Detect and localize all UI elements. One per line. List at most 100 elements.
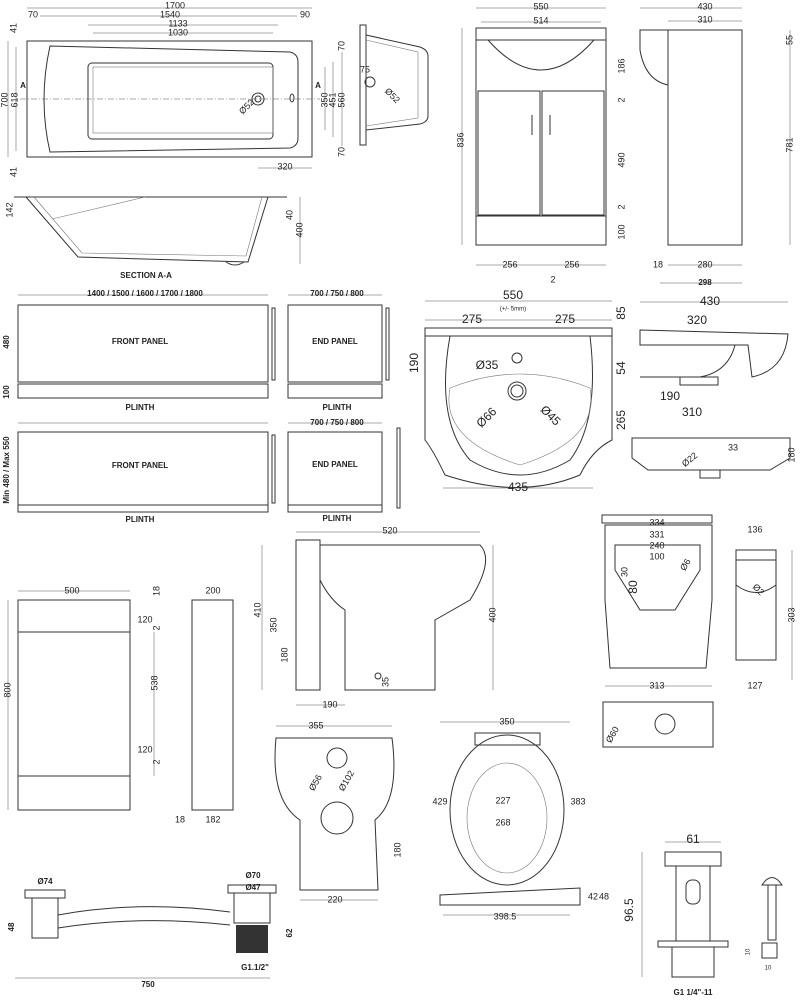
dimension-label-vanity-w550: 550 xyxy=(533,1,548,11)
dimension-label-tap-thread: G1 1/4"-11 xyxy=(674,988,713,997)
dimension-label-vanity-w256a: 256 xyxy=(502,259,517,269)
dimension-label-basin-s430: 430 xyxy=(700,294,720,308)
dimension-label-vanity-s781: 781 xyxy=(784,137,794,152)
dimension-label-panels-front2: FRONT PANEL xyxy=(112,461,168,470)
dimension-label-seat-w227: 227 xyxy=(495,795,510,805)
dimension-label-cistern-d60: Ø60 xyxy=(604,725,621,745)
dimension-label-waste-d47: Ø47 xyxy=(245,883,261,892)
dimension-label-cistern-unit-h800: 800 xyxy=(2,682,12,697)
dimension-label-vanity-w256b: 256 xyxy=(564,259,579,269)
dimension-label-wc-side-h400: 400 xyxy=(487,607,497,622)
dimension-label-basin-h265: 265 xyxy=(614,410,628,430)
dimension-label-waste-d70: Ø70 xyxy=(245,871,261,880)
dimension-label-vanity-g2c: 2 xyxy=(550,274,555,284)
dimension-label-cistern-unit-d200: 200 xyxy=(205,585,220,595)
dimension-label-basin-h190: 190 xyxy=(407,353,421,373)
dimension-label-cistern-d6: Ø6 xyxy=(678,557,693,572)
dimension-label-vanity-s430: 430 xyxy=(697,1,712,11)
dimension-label-cistern-w334: 334 xyxy=(649,517,664,527)
dimension-label-waste-thread: G1.1/2" xyxy=(241,963,269,972)
dimension-label-cistern-unit-w500: 500 xyxy=(64,585,79,595)
dimension-label-cistern-unit-g2a: 2 xyxy=(151,625,161,630)
dimension-label-basin-s320: 320 xyxy=(687,313,707,327)
dimension-label-cistern-unit-h120b: 120 xyxy=(137,744,152,754)
dimension-label-panels-end1: END PANEL xyxy=(312,337,358,346)
dimension-label-vanity-w514: 514 xyxy=(533,15,548,25)
dimension-label-panels-plinth1: PLINTH xyxy=(126,403,155,412)
dimension-label-cistern-unit-g2b: 2 xyxy=(151,759,161,764)
dimension-label-basin-s190: 190 xyxy=(660,389,680,403)
dimension-label-bath-d400: 400 xyxy=(294,222,304,237)
dimension-label-cistern-d136: 136 xyxy=(747,524,762,534)
dimension-label-bath-r70a: 70 xyxy=(336,41,346,51)
dimension-label-wc-front-w355: 355 xyxy=(308,720,323,730)
dimension-label-basin-s33: 33 xyxy=(728,442,738,452)
dimension-label-basin-s22: Ø22 xyxy=(680,450,699,469)
dimension-label-cistern-h303: 303 xyxy=(786,607,796,622)
dimension-label-seat-w350: 350 xyxy=(499,716,514,726)
dimension-label-bath-l1030: 1030 xyxy=(168,27,188,37)
dimension-label-wc-front-w220: 220 xyxy=(327,894,342,904)
dimension-label-waste-h48: 48 xyxy=(7,922,16,931)
dimension-label-vanity-h186: 186 xyxy=(616,58,626,73)
dimension-label-basin-waste45: Ø45 xyxy=(538,402,564,428)
toilet-seat-view xyxy=(439,721,581,916)
dimension-label-wc-side-h180: 180 xyxy=(279,647,289,662)
dimension-label-vanity-s55: 55 xyxy=(784,35,794,45)
dimension-label-vanity-s310: 310 xyxy=(697,14,712,24)
dimension-label-bath-section: SECTION A-A xyxy=(120,271,172,280)
dimension-label-tap-s10b: 10 xyxy=(765,966,772,972)
cistern-views xyxy=(601,514,793,748)
dimension-label-bath-l1540: 1540 xyxy=(160,9,180,19)
dimension-label-panels-end-sizes1: 700 / 750 / 800 xyxy=(310,289,364,298)
dimension-label-basin-w435: 435 xyxy=(508,480,528,494)
dimension-label-wc-front-d56: Ø56 xyxy=(307,773,324,793)
dimension-label-wc-side-h350: 350 xyxy=(268,617,278,632)
dimension-label-panels-h100: 100 xyxy=(2,385,11,399)
wc-side-view xyxy=(261,531,494,706)
dimension-label-bath-w41a: 41 xyxy=(8,23,18,33)
dimension-label-basin-w275b: 275 xyxy=(555,312,575,326)
dimension-label-cistern-d127: 127 xyxy=(747,680,762,690)
dimension-label-panels-h480: 480 xyxy=(2,335,11,349)
dimension-label-cistern-unit-h538: 538 xyxy=(149,675,159,690)
dimension-label-vanity-g2a: 2 xyxy=(616,97,626,102)
dimension-label-panels-end-sizes2: 700 / 750 / 800 xyxy=(310,418,364,427)
basin-top-view xyxy=(424,300,613,489)
dimension-label-vanity-h100: 100 xyxy=(616,224,626,239)
dimension-label-bath-secA1: A xyxy=(20,81,26,90)
bath-section-view xyxy=(14,196,301,266)
dimension-label-panels-front1: FRONT PANEL xyxy=(112,337,168,346)
dimension-label-vanity-s18: 18 xyxy=(653,259,663,269)
dimension-label-basin-tol: (+/- 5mm) xyxy=(500,307,526,313)
dimension-label-vanity-h490: 490 xyxy=(616,152,626,167)
dimension-label-basin-h85: 85 xyxy=(614,306,628,320)
dimension-label-seat-h383: 383 xyxy=(570,796,585,806)
dimension-label-bath-l1133: 1133 xyxy=(168,18,187,28)
dimension-label-wc-front-h180: 180 xyxy=(392,842,402,857)
dimension-label-cistern-unit-d18: 18 xyxy=(175,814,185,824)
dimension-label-seat-h429: 429 xyxy=(432,796,447,806)
dimension-label-cistern-h30: 30 xyxy=(619,567,629,577)
dimension-label-basin-waste66: Ø66 xyxy=(473,404,499,430)
dimension-label-bath-l70: 70 xyxy=(28,9,38,19)
dimension-label-bath-d142: 142 xyxy=(4,202,14,217)
dimension-label-bath-waste: Ø52 xyxy=(237,97,256,116)
dimension-label-basin-s310: 310 xyxy=(682,405,702,419)
dimension-label-cistern-unit-d182: 182 xyxy=(205,814,220,824)
bath-panels xyxy=(17,294,401,513)
dimension-label-bath-len: 1700 xyxy=(165,0,185,10)
dimension-label-tap-w61: 61 xyxy=(686,832,700,846)
dimension-label-basin-w550: 550 xyxy=(503,288,523,302)
dimension-label-cistern-w331: 331 xyxy=(649,529,664,539)
vanity-front-view xyxy=(461,7,607,266)
dimension-label-basin-h54: 54 xyxy=(614,361,628,375)
dimension-label-bath-l90: 90 xyxy=(300,9,310,19)
dimension-label-bath-end75: 75 xyxy=(360,64,370,74)
dimension-label-seat-h42: 42 xyxy=(588,891,598,901)
bath-waste-overflow xyxy=(15,884,277,979)
bath-plan-view xyxy=(7,7,343,169)
dimension-label-seat-w268: 268 xyxy=(495,817,510,827)
dimension-label-bath-off320: 320 xyxy=(277,161,292,171)
